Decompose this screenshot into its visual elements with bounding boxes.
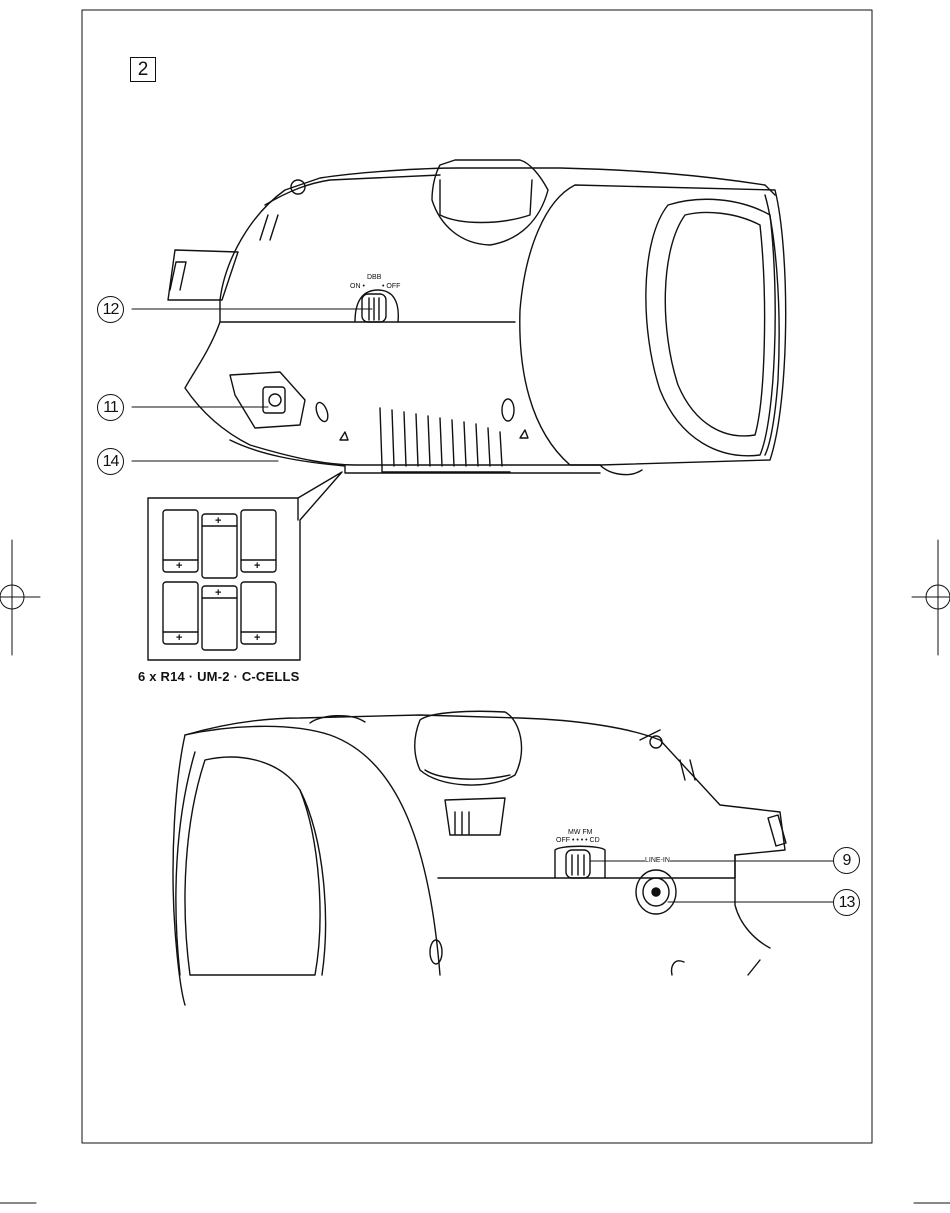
battery-cell — [240, 509, 277, 573]
battery-caption: 6 x R14 · UM-2 · C-CELLS — [138, 669, 300, 684]
line-in-jack — [635, 869, 677, 915]
battery-plus: + — [254, 632, 261, 644]
battery-cell — [162, 509, 199, 573]
band-switch — [565, 849, 591, 879]
band-bottom-label: OFF • • • • CD — [556, 837, 600, 844]
dc-socket-recess — [229, 371, 306, 429]
page-border — [81, 9, 873, 1144]
registration-mark-left — [0, 539, 41, 656]
registration-mark-right — [911, 539, 950, 656]
battery-cell — [162, 581, 199, 645]
battery-plus: + — [254, 560, 261, 572]
radio-side-view-bottom — [172, 710, 787, 1006]
battery-cell — [240, 581, 277, 645]
battery-plus: + — [176, 560, 183, 572]
radio-side-view-top — [167, 159, 787, 476]
dbb-switch — [361, 293, 387, 323]
battery-plus: + — [176, 632, 183, 644]
battery-plus: + — [215, 515, 222, 527]
band-top-label: MW FM — [568, 829, 593, 836]
callout-11: 11 — [97, 394, 124, 421]
figure-number: 2 — [130, 57, 156, 82]
callout-12: 12 — [97, 296, 124, 323]
dbb-off-label: • OFF — [382, 283, 401, 290]
dbb-on-label: ON • — [350, 283, 365, 290]
battery-cell — [201, 513, 238, 579]
callout-9: 9 — [833, 847, 860, 874]
battery-inset — [147, 471, 343, 661]
callout-14: 14 — [97, 448, 124, 475]
battery-plus: + — [215, 587, 222, 599]
callout-13: 13 — [833, 889, 860, 916]
line-in-label: LINE-IN — [645, 857, 670, 864]
dbb-label: DBB — [367, 274, 382, 281]
battery-cell — [201, 585, 238, 651]
dc-socket-icon — [262, 386, 286, 414]
